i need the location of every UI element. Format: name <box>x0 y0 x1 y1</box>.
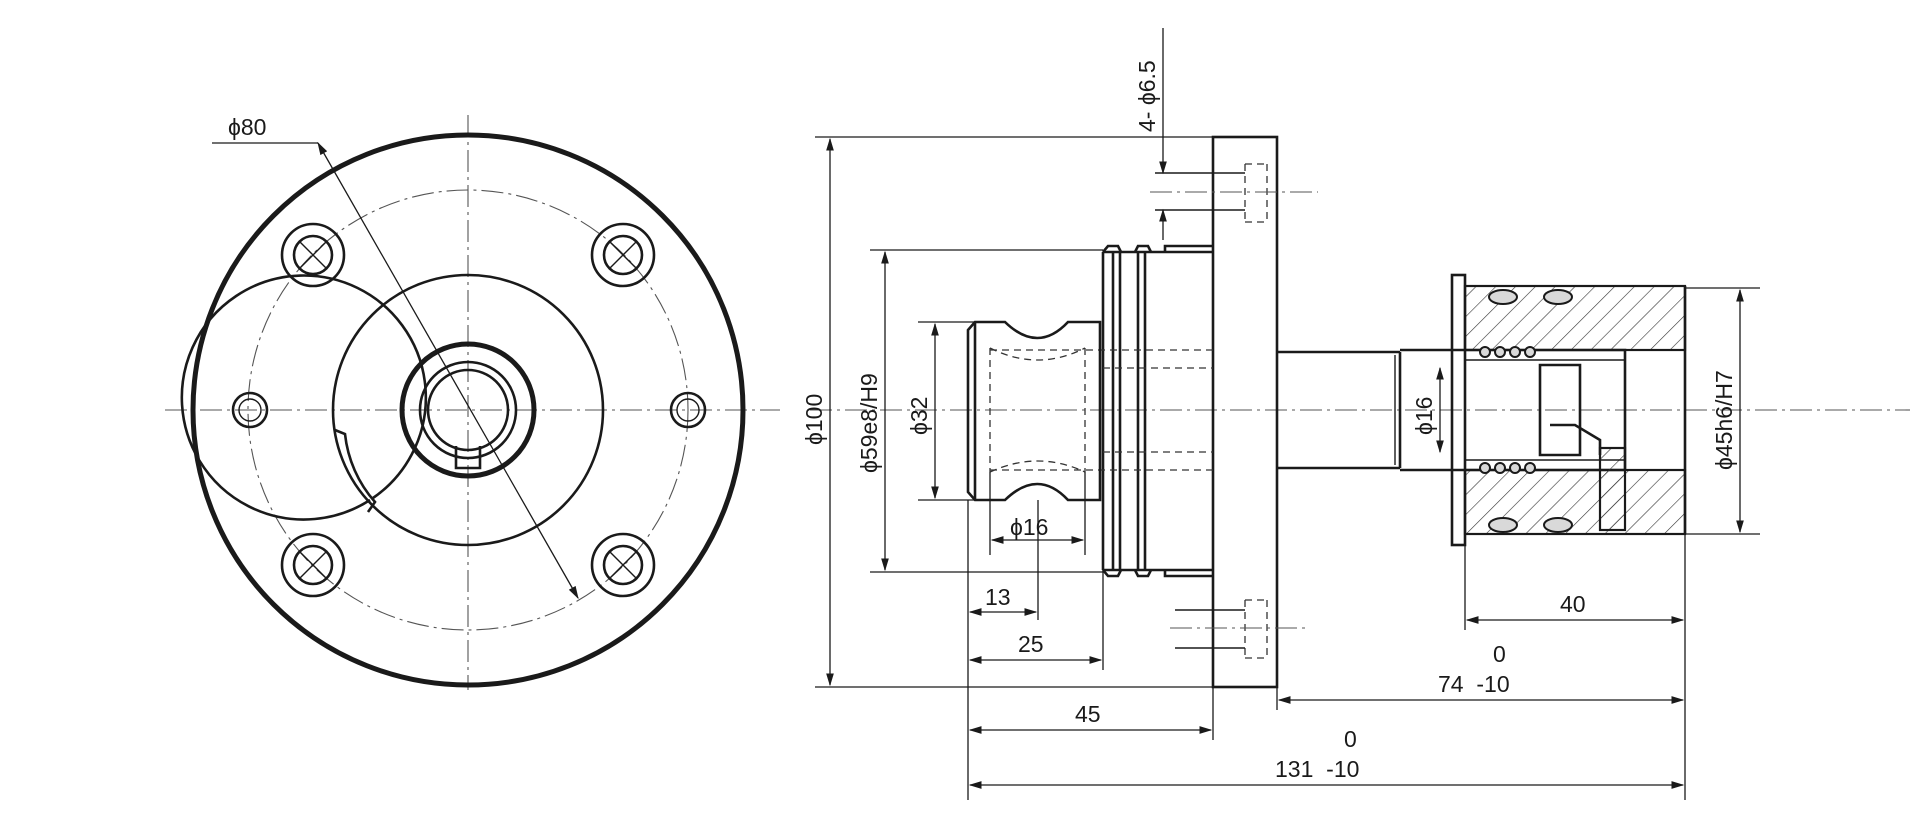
dim-40-label: 40 <box>1560 591 1586 617</box>
flange-bolt-hole-top <box>1150 163 1318 223</box>
flange-body <box>1211 135 1279 689</box>
dim-32-label: ϕ32 <box>906 397 932 435</box>
dim-45-label: 45 <box>1075 701 1101 727</box>
spigot-body <box>1101 250 1213 572</box>
spigot-chamfers <box>1102 244 1153 578</box>
shaft-right <box>1277 350 1400 470</box>
dim-74-tol-upper: 0 <box>1493 641 1506 667</box>
housing-pin <box>1598 446 1627 532</box>
flange-outer-circle <box>190 132 746 688</box>
dim-16-left-label: ϕ16 <box>1010 514 1048 540</box>
dim-80-line <box>317 141 579 600</box>
seal-top-2 <box>1543 289 1573 305</box>
side-view: 4- ϕ6.5 ϕ100 ϕ59e8/H9 ϕ32 ϕ16 ϕ16 ϕ45h6/… <box>801 28 1910 800</box>
dim-100-label: ϕ100 <box>801 394 827 445</box>
dim-45h6-label: ϕ45h6/H7 <box>1711 370 1737 470</box>
dim-59-label: ϕ59e8/H9 <box>856 373 882 473</box>
spigot-step <box>1163 244 1213 578</box>
housing-inner-step <box>1538 363 1582 457</box>
hub-inner-ring-notched <box>180 274 428 521</box>
flange-bolt-hole-bottom <box>1170 599 1310 659</box>
connector-head <box>966 320 1102 502</box>
dim-25-label: 25 <box>1018 631 1044 657</box>
housing-flange-plate <box>1450 273 1467 547</box>
dim-13-label: 13 <box>985 584 1011 610</box>
dim-131-tol-upper: 0 <box>1344 726 1357 752</box>
seal-bottom-1 <box>1488 517 1518 533</box>
seal-bottom-2 <box>1543 517 1573 533</box>
dim-131-label: 131 -10 <box>1275 756 1359 782</box>
dim-16-right-label: ϕ16 <box>1411 397 1437 435</box>
seal-top-1 <box>1488 289 1518 305</box>
dim-74-label: 74 -10 <box>1438 671 1510 697</box>
spring-coils-top <box>1479 346 1536 358</box>
pin-hole-left <box>231 391 269 429</box>
bolt-hole-top-right <box>590 222 656 288</box>
dim-holes-label: 4- ϕ6.5 <box>1134 60 1160 132</box>
housing-cam <box>1550 423 1602 455</box>
dim-80-label: ϕ80 <box>228 114 266 140</box>
bolt-hole-bottom-right <box>590 532 656 598</box>
right-housing <box>1400 273 1687 547</box>
bolt-hole-bottom-left <box>280 532 346 598</box>
connector-head-hidden <box>989 347 1086 473</box>
pin-hole-right <box>669 391 707 429</box>
front-view: ϕ80 <box>165 114 780 690</box>
spring-coils-bottom <box>1479 462 1536 474</box>
